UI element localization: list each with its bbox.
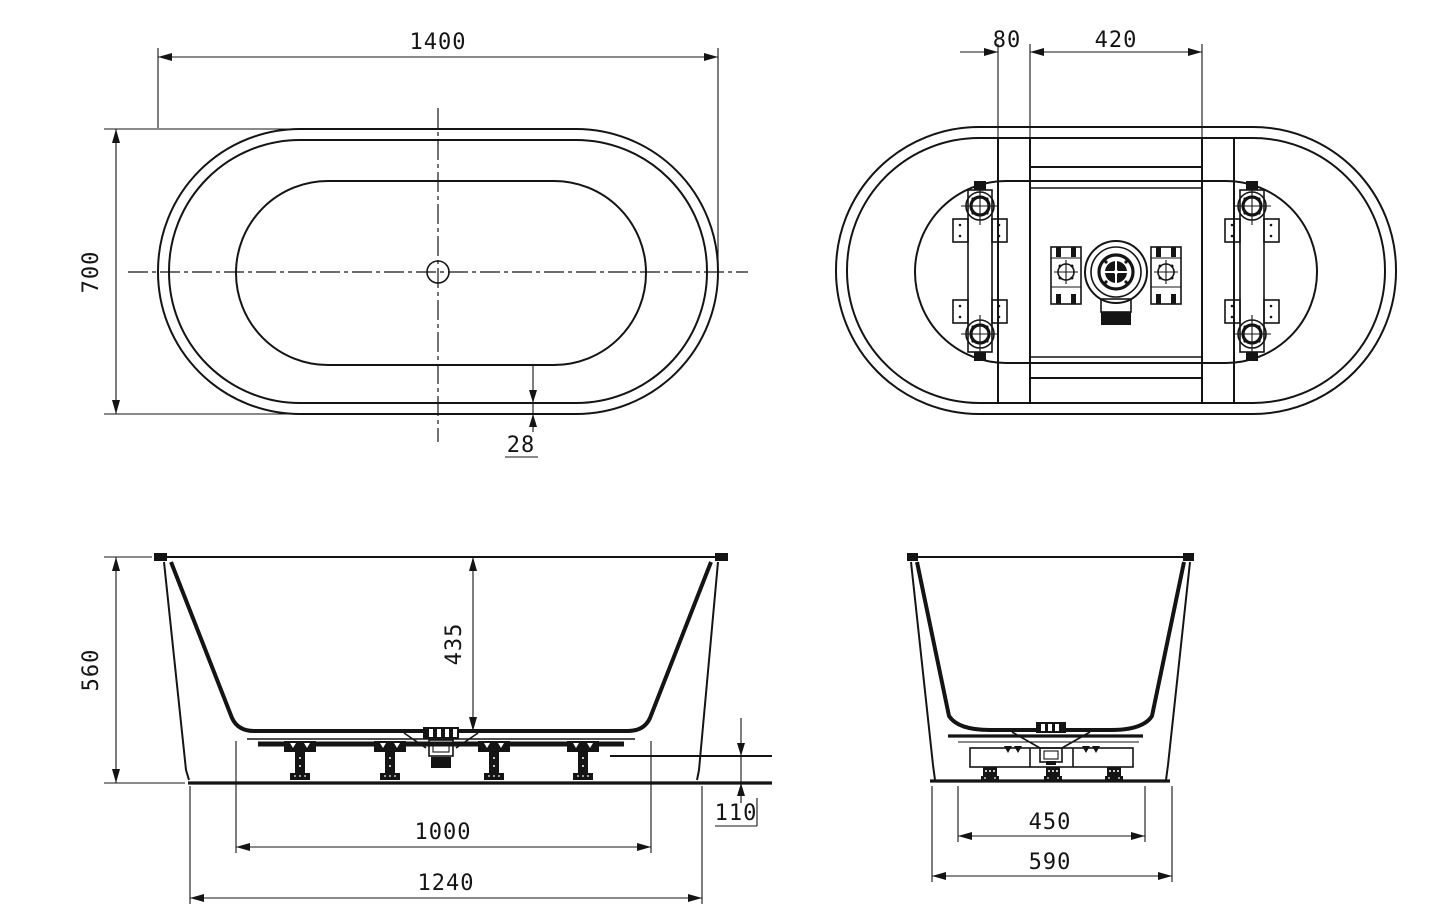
rail-bracket bbox=[952, 299, 969, 324]
support-leg bbox=[284, 741, 316, 780]
dim-frame-450: 450 bbox=[957, 786, 1146, 842]
support-leg bbox=[374, 741, 406, 780]
dim-frame-1000: 1000 bbox=[235, 741, 652, 853]
fixing-mark bbox=[1082, 746, 1090, 753]
rim-section bbox=[1183, 553, 1194, 561]
dim-side-base-label: 1240 bbox=[418, 871, 475, 896]
arrowhead bbox=[737, 743, 745, 756]
tub-outer-rim bbox=[835, 126, 1397, 415]
fixing-mark bbox=[1004, 746, 1012, 753]
arrowhead bbox=[529, 414, 537, 427]
basin-profile bbox=[169, 561, 713, 733]
view-end-elevation: 450 590 bbox=[907, 553, 1194, 882]
dim-side-frame-label: 1000 bbox=[415, 820, 472, 845]
dim-offset-80: 80 bbox=[960, 28, 1022, 153]
dim-end-frame-label: 450 bbox=[1029, 810, 1072, 835]
arrowhead bbox=[1158, 872, 1172, 880]
arrowhead bbox=[112, 400, 120, 414]
arrowhead bbox=[637, 843, 651, 851]
dim-plan-length-label: 1400 bbox=[410, 30, 467, 55]
arrowhead bbox=[469, 557, 477, 571]
dim-plan-rim-label: 28 bbox=[507, 433, 536, 458]
dim-base-590: 590 bbox=[931, 786, 1173, 882]
support-foot bbox=[1105, 767, 1123, 781]
view-side-elevation: 560 435 110 1000 bbox=[79, 553, 772, 904]
arrowhead bbox=[158, 53, 172, 61]
arrowhead bbox=[688, 894, 702, 902]
arrowhead bbox=[984, 48, 998, 56]
tub-base-edge bbox=[914, 180, 1318, 364]
view-plan-top: 1400 700 28 bbox=[79, 30, 748, 458]
dim-outlet-110: 110 bbox=[715, 718, 758, 827]
fixing-mark bbox=[1014, 746, 1022, 753]
overflow-bracket-left bbox=[1050, 246, 1082, 305]
support-leg bbox=[478, 741, 510, 780]
arrowhead bbox=[958, 832, 972, 840]
arrowhead bbox=[190, 894, 204, 902]
drain-trap bbox=[1011, 722, 1091, 765]
dim-length-1400: 1400 bbox=[157, 30, 719, 265]
dim-height-560: 560 bbox=[79, 556, 185, 784]
arrowhead bbox=[112, 129, 120, 143]
mounting-rail-right bbox=[1224, 181, 1280, 361]
overflow-bracket-right bbox=[1150, 246, 1182, 305]
arrowhead bbox=[932, 872, 946, 880]
dim-end-base-label: 590 bbox=[1029, 850, 1072, 875]
arrowhead bbox=[704, 53, 718, 61]
arrowhead bbox=[1131, 832, 1145, 840]
dim-base-1240: 1240 bbox=[189, 786, 703, 904]
arrowhead bbox=[1188, 48, 1202, 56]
rail-bracket bbox=[952, 218, 969, 243]
center-mounting-panel bbox=[1029, 166, 1203, 379]
rail-bracket bbox=[1263, 218, 1280, 243]
rail-bracket bbox=[1224, 218, 1241, 243]
fixing-mark bbox=[1092, 746, 1100, 753]
arrowhead bbox=[737, 783, 745, 796]
rail-bracket bbox=[1263, 299, 1280, 324]
tub-basin-edge bbox=[235, 180, 647, 366]
dim-depth-435: 435 bbox=[442, 557, 477, 731]
dim-side-outlet-label: 110 bbox=[715, 801, 758, 826]
outer-wall-right bbox=[1165, 561, 1191, 781]
dim-underside-offset-label: 80 bbox=[993, 28, 1022, 53]
outer-wall-right bbox=[696, 561, 719, 781]
dim-side-height-label: 560 bbox=[79, 649, 104, 692]
support-leg bbox=[567, 741, 599, 780]
tub-inner-rim bbox=[846, 137, 1386, 404]
drain-assembly bbox=[1084, 240, 1148, 325]
dim-rim-28: 28 bbox=[505, 365, 538, 458]
arrowhead bbox=[236, 843, 250, 851]
outer-wall-left bbox=[910, 561, 936, 781]
basin-profile bbox=[915, 561, 1186, 732]
arrowhead bbox=[1030, 48, 1044, 56]
dim-panel-420: 420 bbox=[1029, 28, 1203, 164]
arrowhead bbox=[112, 557, 120, 571]
rail-bracket bbox=[991, 218, 1008, 243]
drain-trap bbox=[403, 727, 479, 768]
mounting-rail-left bbox=[952, 181, 1008, 361]
rim-section bbox=[715, 553, 728, 561]
dim-width-700: 700 bbox=[79, 128, 312, 415]
rail-bracket bbox=[1224, 299, 1241, 324]
rim-section bbox=[154, 553, 167, 561]
outer-wall-left bbox=[163, 561, 190, 781]
arrowhead bbox=[529, 390, 537, 403]
dim-underside-panel-label: 420 bbox=[1095, 28, 1138, 53]
dim-plan-width-label: 700 bbox=[79, 251, 104, 294]
support-foot bbox=[981, 767, 999, 781]
view-underside: 80 420 bbox=[835, 28, 1397, 415]
rail-bracket bbox=[991, 299, 1008, 324]
dim-side-depth-label: 435 bbox=[442, 623, 467, 666]
support-foot bbox=[1044, 767, 1062, 781]
arrowhead bbox=[469, 717, 477, 731]
rim-section bbox=[907, 553, 918, 561]
arrowhead bbox=[112, 769, 120, 783]
